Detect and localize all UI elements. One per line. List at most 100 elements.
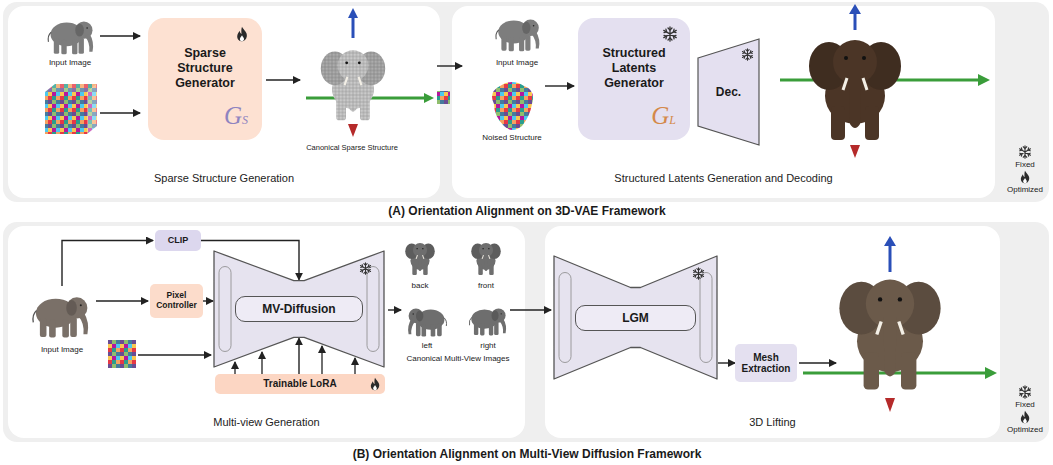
flow-arrow: [62, 241, 153, 287]
image-label: right: [480, 341, 496, 351]
image-label: Input Image: [49, 58, 91, 68]
fixed-icon: [662, 26, 678, 42]
view-image: [408, 309, 446, 337]
elephant-image: [496, 19, 539, 51]
trapezoid-shape: [698, 39, 759, 145]
unet-block: [700, 273, 712, 363]
view-image: [405, 243, 434, 275]
flow-arrow: [96, 300, 148, 301]
stage-panel: [8, 6, 440, 198]
arrow-connector: [203, 300, 213, 301]
arrow-connector: [298, 338, 299, 374]
flow-arrow: [266, 79, 300, 80]
noise-cube: [45, 84, 97, 134]
math-symbol: GL: [651, 102, 676, 130]
axis-gizmo: [348, 124, 358, 137]
figure-caption: (B) Orientation Alignment on Multi-View …: [353, 447, 702, 461]
flow-arrow: [510, 309, 551, 310]
fixed-icon: [741, 48, 754, 61]
noise-square: [108, 340, 136, 368]
icon-glyph: [693, 268, 703, 280]
flow-arrow: [545, 85, 574, 86]
unet-block: [219, 267, 231, 352]
stage-panel: [452, 6, 995, 198]
image-label: Canonical Sparse Structure: [306, 143, 398, 152]
image-label: back: [412, 281, 429, 291]
optimized-icon: [1021, 411, 1029, 424]
fixed-icon: [359, 262, 372, 275]
unet-shape: [554, 256, 717, 379]
box-label: Trainable LoRA: [263, 378, 336, 390]
arrow-connector: [718, 362, 735, 363]
image-label: front: [478, 281, 494, 291]
view-image: [471, 243, 500, 275]
elephant-3d: [809, 40, 901, 140]
box-label: Pixel Controller: [152, 291, 201, 311]
icon-glyph: [742, 49, 752, 61]
controller-box: Pixel Controller: [150, 284, 203, 318]
flow-arrow: [799, 362, 836, 363]
generator-box: Structured Latents GeneratorGL: [578, 18, 690, 140]
unet-block: [559, 273, 571, 363]
legend-text: Optimized: [1007, 425, 1043, 435]
optimized-icon: [234, 26, 250, 42]
legend-text: Fixed: [1015, 400, 1035, 410]
elephant-image: [48, 22, 93, 55]
decoder-shape: Dec.: [697, 38, 760, 146]
image-label: Canonical Multi-View Images: [406, 354, 509, 364]
image-label: Input Image: [496, 58, 538, 68]
lora-box: Trainable LoRA: [215, 374, 385, 394]
fixed-icon: [1020, 386, 1031, 399]
generator-box: Sparse Structure GeneratorGS: [148, 18, 262, 140]
unet-shape: MV-Diffusion: [213, 250, 385, 368]
image-label: Noised Structure: [482, 133, 542, 143]
stage-title: Sparse Structure Generation: [8, 172, 440, 184]
axis-gizmo: [850, 145, 860, 158]
icon-glyph: [664, 27, 676, 41]
encoder-box: CLIP: [155, 230, 201, 251]
box-title: Sparse Structure Generator: [156, 46, 254, 91]
unet-core-box: LGM: [575, 305, 696, 331]
flow-arrow: [437, 65, 462, 66]
icon-glyph: [371, 378, 379, 391]
stage-panel: Structured Latents Generation and Decodi…: [452, 6, 995, 198]
image-label: Input Image: [41, 345, 83, 355]
stage-panel: Multi-view Generation CLIP Pixel Controlle…: [8, 226, 525, 438]
noise-cube: [437, 91, 450, 104]
stage-panel: Sparse Structure Generation Sparse Struct…: [8, 6, 440, 198]
unet-block: [367, 267, 379, 352]
noised-structure: [492, 82, 533, 130]
legend-text: Fixed: [1015, 160, 1035, 170]
axis-gizmo: [885, 398, 895, 412]
outer-panel: [3, 222, 1049, 442]
stage-title: Multi-view Generation: [8, 416, 525, 428]
flow-arrow: [388, 309, 401, 310]
stage-title: 3D Lifting: [545, 416, 1000, 428]
figure-caption: (A) Orientation Alignment on 3D-VAE Fram…: [388, 204, 665, 218]
stage-panel: [545, 226, 1000, 438]
view-image: [469, 309, 506, 336]
unet-shape: [214, 251, 384, 367]
unet-shape: LGM: [553, 255, 718, 380]
process-box: Mesh Extraction: [735, 344, 797, 382]
unet-core-box: MV-Diffusion: [235, 296, 363, 322]
icon-glyph: [360, 263, 370, 275]
flow-arrow: [100, 112, 140, 113]
optimized-icon: [1021, 171, 1029, 184]
stage-panel: [8, 226, 525, 438]
stage-title: Structured Latents Generation and Decodi…: [452, 172, 995, 184]
legend-text: Optimized: [1007, 185, 1043, 195]
image-label: left: [422, 341, 433, 351]
fixed-icon: [1020, 146, 1031, 159]
box-label: CLIP: [168, 235, 189, 245]
fixed-icon: [692, 267, 705, 280]
box-title: Dec.: [716, 85, 741, 99]
flow-arrow: [100, 35, 140, 36]
icon-glyph: [237, 27, 247, 41]
box-label: Mesh Extraction: [737, 352, 795, 375]
stage-panel: 3D Lifting LGM Mesh Extraction: [545, 226, 1000, 438]
elephant-image: [33, 297, 88, 337]
voxel-elephant: [321, 50, 385, 120]
math-symbol: GS: [224, 102, 248, 130]
